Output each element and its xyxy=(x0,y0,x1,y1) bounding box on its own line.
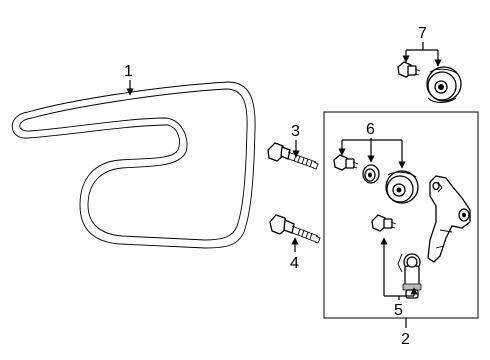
callout-6: 6 xyxy=(338,121,406,169)
callout-6-label: 6 xyxy=(366,121,375,138)
bolt-part-6 xyxy=(333,154,359,171)
callout-2-label: 2 xyxy=(401,331,410,348)
callout-4: 4 xyxy=(290,237,299,272)
bolt-part-3 xyxy=(267,142,319,170)
drive-belt xyxy=(11,81,256,249)
bearing-part-6 xyxy=(362,164,380,184)
callout-3-label: 3 xyxy=(291,123,300,140)
callout-4-label: 4 xyxy=(290,255,299,272)
callout-2: 2 xyxy=(401,318,410,348)
assembly-box-part-2 xyxy=(323,111,479,319)
callout-5: 5 xyxy=(380,237,418,319)
callout-1: 1 xyxy=(124,63,134,96)
bolt-part-7 xyxy=(397,61,421,78)
callout-7: 7 xyxy=(402,25,442,67)
callout-1-label: 1 xyxy=(124,63,133,80)
bolt-part-4 xyxy=(269,214,321,244)
idler-pulley-part-7 xyxy=(426,66,462,103)
callout-7-label: 7 xyxy=(418,25,427,42)
tensioner-pulley-part-6 xyxy=(385,170,419,204)
tensioner-bracket-part-2 xyxy=(427,175,471,263)
callout-3: 3 xyxy=(291,123,300,158)
callout-5-label: 5 xyxy=(394,302,403,319)
damper-part-5 xyxy=(397,253,422,299)
bolt-part-5 xyxy=(371,214,397,232)
